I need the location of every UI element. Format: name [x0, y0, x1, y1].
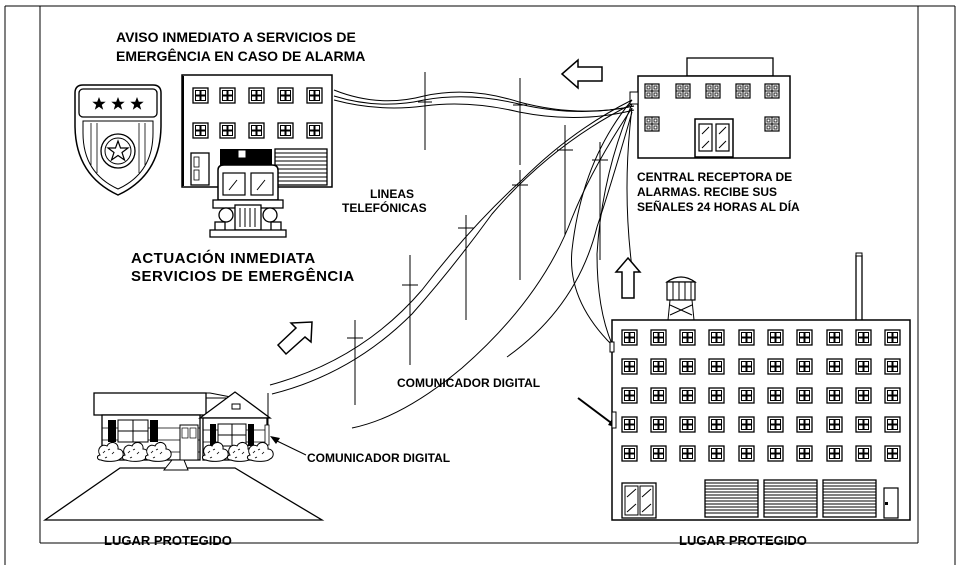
- building-window: [679, 329, 696, 346]
- notice-title-line1: AVISO INMEDIATO A SERVICIOS DE: [116, 29, 356, 45]
- building-window: [738, 329, 755, 346]
- building-window: [621, 329, 638, 346]
- building-window: [767, 358, 784, 375]
- notice-title-line2: EMERGÊNCIA EN CASO DE ALARMA: [116, 48, 366, 64]
- building-window: [708, 445, 725, 462]
- arrow-up-right-icon: [276, 321, 313, 356]
- building-window: [621, 445, 638, 462]
- building-window: [884, 445, 901, 462]
- arrow-up-icon: [614, 256, 642, 299]
- building-window: [884, 387, 901, 404]
- building-window: [650, 445, 667, 462]
- communicator-label-house: COMUNICADOR DIGITAL: [307, 451, 451, 465]
- building-window: [650, 387, 667, 404]
- building-window: [796, 387, 813, 404]
- building-window: [621, 416, 638, 433]
- building-window: [679, 358, 696, 375]
- building-window: [738, 416, 755, 433]
- building-window: [796, 358, 813, 375]
- police-badge-icon: [74, 84, 162, 196]
- building-window: [708, 329, 725, 346]
- building-window: [884, 416, 901, 433]
- building-window: [679, 416, 696, 433]
- building-window: [650, 416, 667, 433]
- central-desc-line2: ALARMAS. RECIBE SUS: [637, 185, 778, 199]
- water-tower-icon: [665, 276, 697, 321]
- building-window: [855, 329, 872, 346]
- building-window: [796, 445, 813, 462]
- arrow-left-icon: [560, 58, 603, 90]
- building-window: [738, 445, 755, 462]
- phone-lines-label-line1: LINEAS: [370, 187, 415, 201]
- building-window: [796, 329, 813, 346]
- building-window: [855, 416, 872, 433]
- central-desc-line3: SEÑALES 24 HORAS AL DÍA: [637, 200, 800, 214]
- building-window: [855, 445, 872, 462]
- building-window: [650, 358, 667, 375]
- building-window: [738, 358, 755, 375]
- building-window: [708, 358, 725, 375]
- response-title-line2: SERVICIOS DE EMERGÊNCIA: [131, 268, 355, 285]
- building-window: [767, 329, 784, 346]
- protected-building: [609, 252, 911, 521]
- building-window: [796, 416, 813, 433]
- building-window: [708, 416, 725, 433]
- protected-house-label: LUGAR PROTEGIDO: [104, 533, 232, 548]
- building-window: [708, 387, 725, 404]
- communicator-label-building: COMUNICADOR DIGITAL: [397, 376, 541, 390]
- telephone-lines: [269, 72, 635, 429]
- fire-truck-icon: [209, 149, 287, 238]
- building-window: [738, 387, 755, 404]
- protected-building-label: LUGAR PROTEGIDO: [679, 533, 807, 548]
- building-window: [884, 329, 901, 346]
- protected-house: [42, 391, 325, 521]
- building-window: [621, 358, 638, 375]
- building-window: [826, 445, 843, 462]
- communicator-pointer-house: [270, 436, 307, 456]
- building-window: [826, 358, 843, 375]
- building-window: [767, 445, 784, 462]
- building-window: [767, 387, 784, 404]
- frame-border: [4, 5, 956, 565]
- building-window: [679, 445, 696, 462]
- building-window: [826, 416, 843, 433]
- building-window: [855, 387, 872, 404]
- building-window: [855, 358, 872, 375]
- building-window: [826, 387, 843, 404]
- central-receiving-station: [629, 57, 791, 159]
- building-window: [621, 387, 638, 404]
- building-window: [767, 416, 784, 433]
- building-window: [679, 387, 696, 404]
- central-desc-line1: CENTRAL RECEPTORA DE: [637, 170, 793, 184]
- building-window: [826, 329, 843, 346]
- building-window: [884, 358, 901, 375]
- building-window: [650, 329, 667, 346]
- phone-lines-label-line2: TELEFÓNICAS: [342, 201, 427, 215]
- response-title-line1: ACTUACIÓN INMEDIATA: [131, 250, 316, 267]
